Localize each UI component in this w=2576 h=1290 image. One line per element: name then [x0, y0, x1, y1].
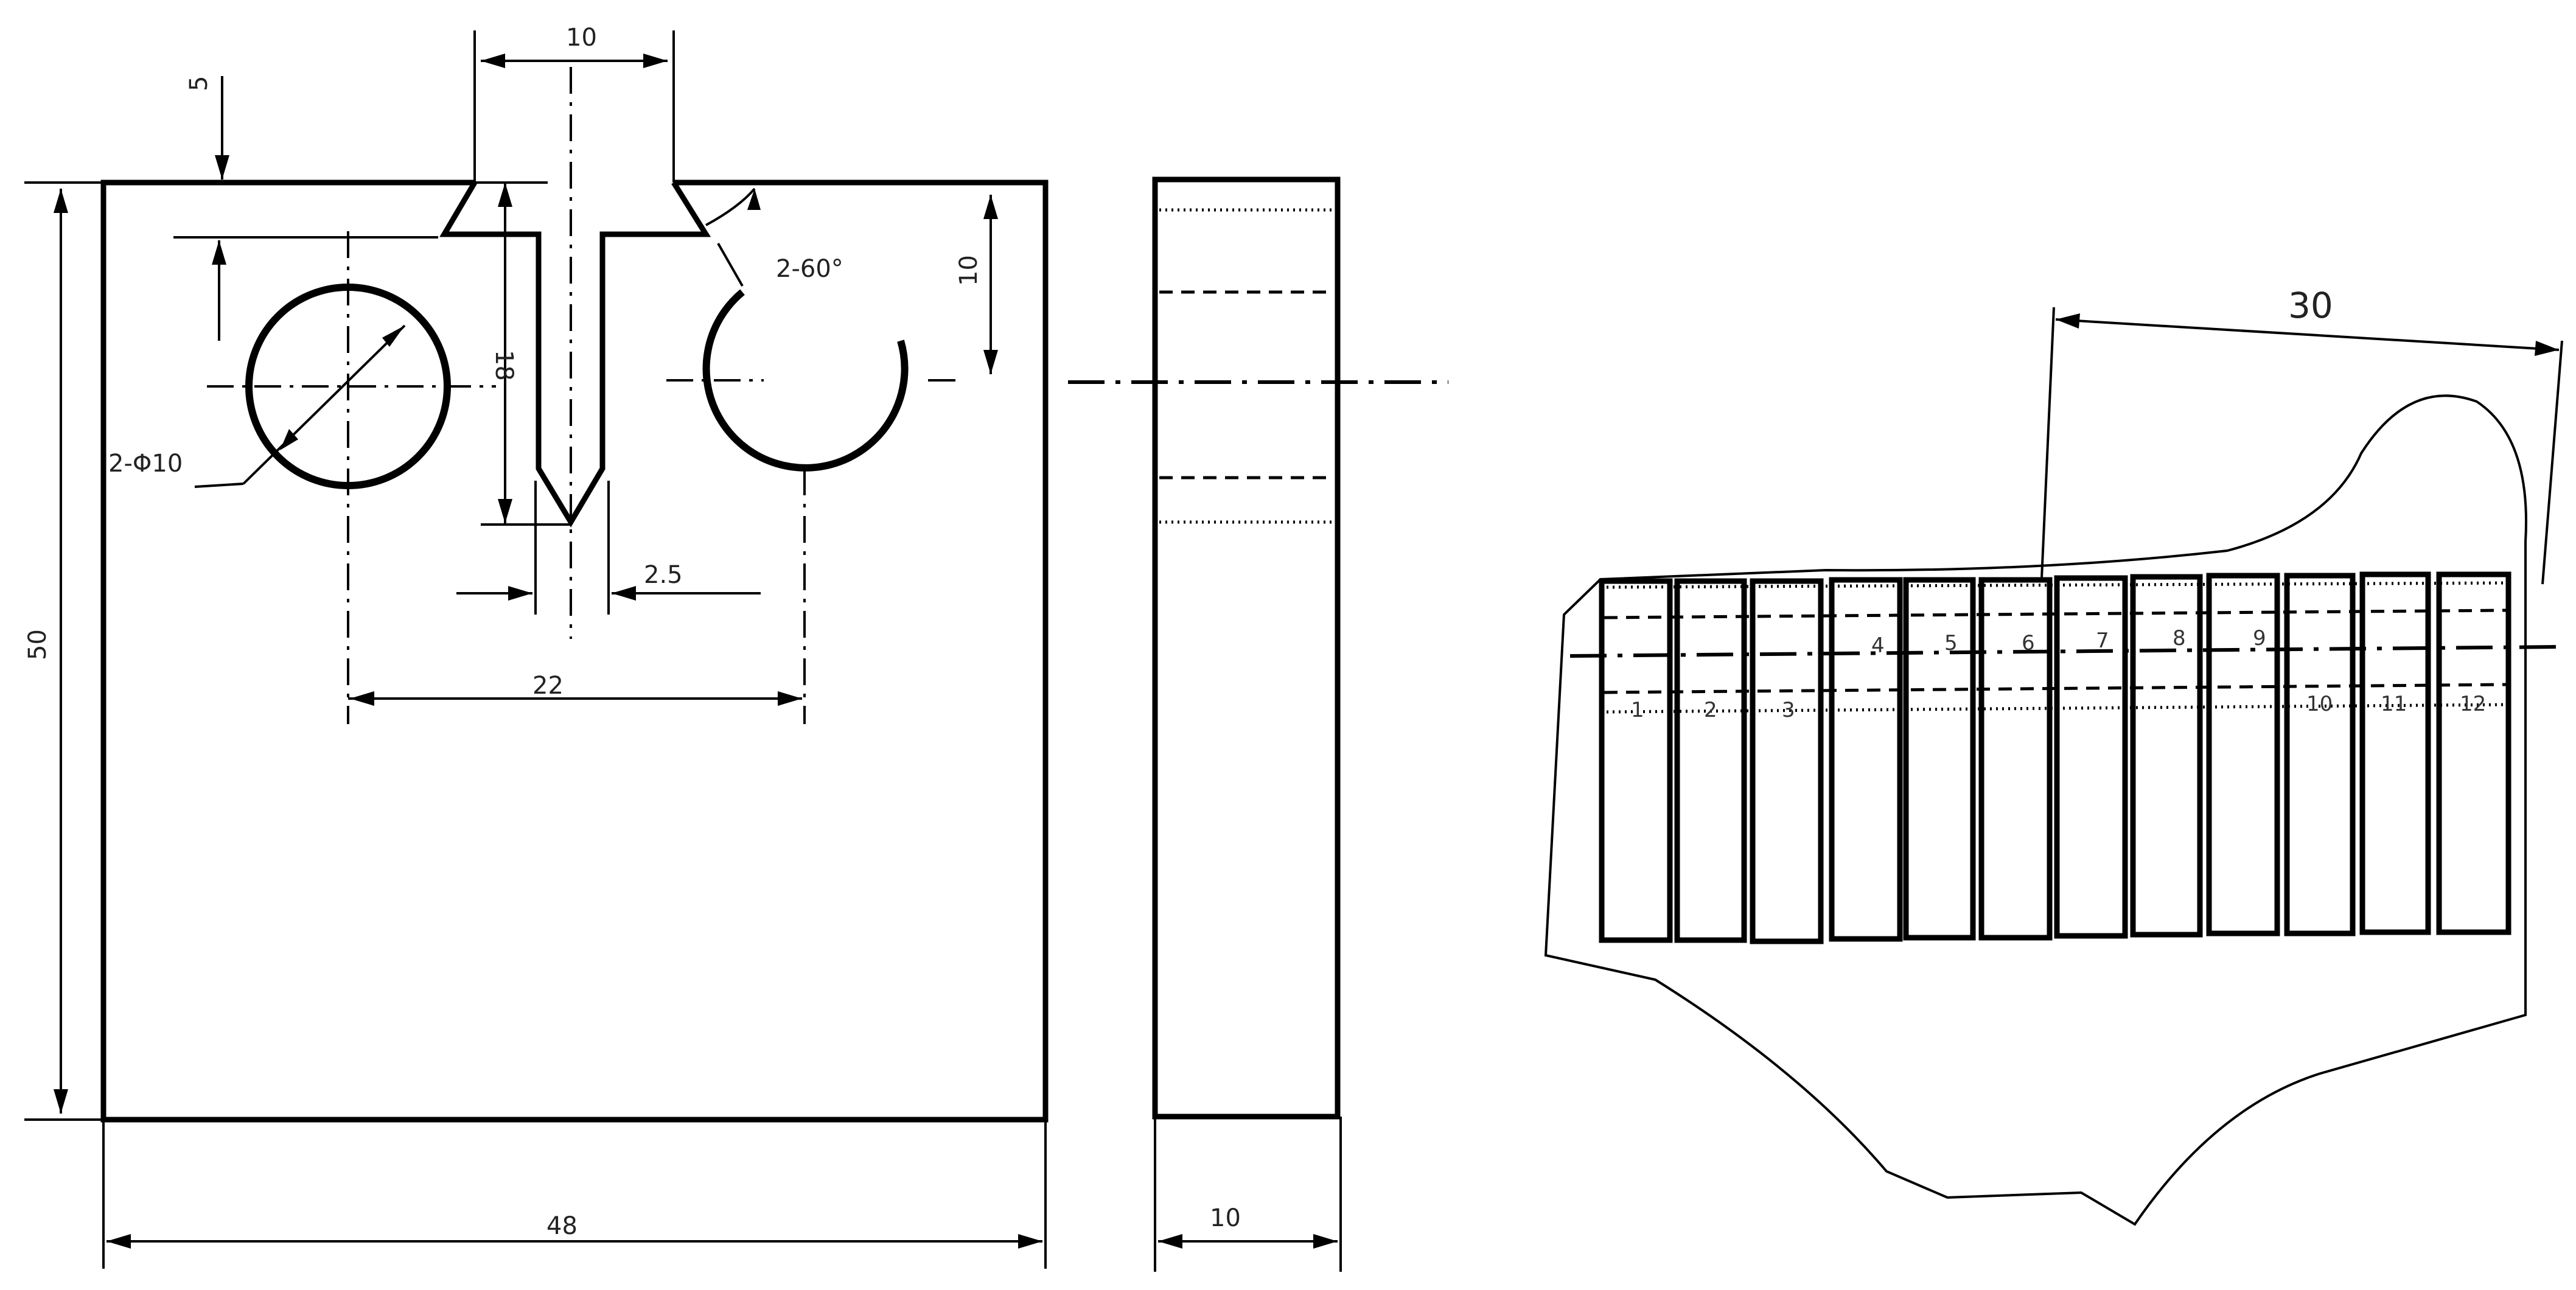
arrowhead [2056, 313, 2080, 329]
arrowhead [1018, 1234, 1042, 1249]
dim-line-spacing [2055, 318, 2560, 351]
arrowhead [508, 586, 532, 601]
dim-top-slot-width: 10 [566, 24, 597, 52]
specimen-block [1829, 577, 1903, 942]
dim30-ext-right [2541, 340, 2563, 585]
holes-leader [242, 324, 406, 485]
block-label: 12 [2460, 692, 2486, 716]
front-view: 10 5 18 10 2-60° 2-Φ10 [24, 24, 1049, 1269]
arrowhead [481, 54, 505, 68]
block-label: 6 [2022, 631, 2035, 655]
dim30-ext-left [2040, 307, 2055, 579]
arrowhead [2535, 341, 2559, 356]
dim-holes: 2-Φ10 [108, 450, 183, 478]
dim-spacing: 30 [2288, 285, 2333, 326]
block-label: 1 [1631, 698, 1644, 722]
part-outline [1544, 394, 2527, 1226]
arrowhead [1313, 1234, 1338, 1249]
dim-notch: 2.5 [644, 561, 683, 589]
arrowhead [498, 183, 512, 207]
block-label: 11 [2381, 692, 2407, 716]
arrowhead [212, 240, 226, 265]
chamfer-leader-2 [717, 243, 744, 287]
arrowhead [280, 429, 298, 450]
part-view: 30 4 5 6 7 8 9 1 2 3 1 [1544, 285, 2563, 1226]
specimen-block [1674, 578, 1747, 943]
front-view-outline [100, 180, 1049, 1123]
arrowhead [1158, 1234, 1182, 1249]
specimen-block [1750, 578, 1824, 944]
arrowhead [747, 189, 761, 210]
block-label: 5 [1944, 631, 1958, 655]
part-centerline [1569, 645, 2560, 658]
part-hidden-bottom [1604, 683, 2507, 694]
arrowhead [54, 1089, 68, 1114]
block-label: 10 [2306, 692, 2333, 716]
arrowhead [498, 499, 512, 523]
specimen-block [1978, 577, 2053, 941]
side-view-outline [1152, 176, 1341, 1120]
specimen-block [2206, 573, 2280, 936]
block-label: 9 [2253, 626, 2266, 650]
block-label: 2 [1704, 698, 1717, 722]
part-hidden-top [1604, 608, 2507, 619]
specimen-block [2130, 574, 2203, 938]
arrowhead [350, 691, 374, 706]
specimen-block [2436, 571, 2511, 935]
dim-height: 50 [24, 629, 52, 660]
arrowhead [382, 326, 405, 347]
arrowhead [215, 155, 229, 180]
specimen-block [2284, 573, 2356, 936]
dim-width: 48 [546, 1212, 578, 1240]
arrowhead [106, 1234, 131, 1249]
arrowhead [612, 586, 636, 601]
block-label: 4 [1871, 633, 1885, 658]
chamfer-leader [705, 187, 756, 226]
specimen-block [1903, 577, 1976, 941]
holes-leader-shelf [194, 483, 244, 488]
arrowhead [54, 189, 68, 213]
right-hole [702, 289, 909, 472]
specimen-block [1599, 578, 1673, 943]
specimen-block [2359, 571, 2431, 935]
dim-thickness: 10 [1210, 1204, 1241, 1232]
arrowhead [643, 54, 668, 68]
slot-left-edge [439, 181, 711, 528]
specimen-block [2054, 575, 2128, 939]
block-label: 3 [1782, 698, 1795, 722]
arrowhead [983, 195, 998, 219]
specimen-blocks [1599, 571, 2511, 944]
side-view: 10 [1068, 176, 1448, 1272]
dim-hole-spacing: 22 [532, 672, 564, 700]
dim-top-offset: 5 [185, 76, 213, 91]
block-label: 7 [2096, 629, 2109, 653]
dim-right-offset: 10 [955, 255, 983, 286]
block-label: 8 [2173, 626, 2186, 650]
arrowhead [778, 691, 802, 706]
dim-slot-depth: 18 [490, 350, 518, 381]
dim-chamfer: 2-60° [776, 255, 843, 283]
arrowhead [983, 350, 998, 374]
